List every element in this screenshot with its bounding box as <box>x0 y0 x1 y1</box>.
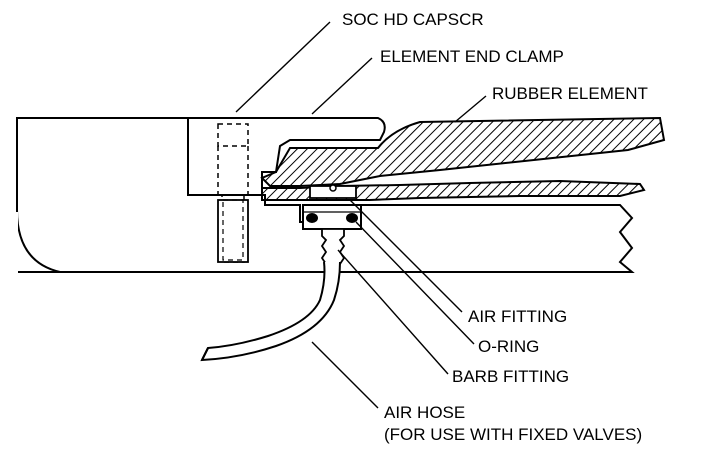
label-rubber-element: RUBBER ELEMENT <box>492 84 648 103</box>
label-soc-hd-capscr: SOC HD CAPSCR <box>342 10 484 29</box>
label-air-fitting: AIR FITTING <box>468 307 568 326</box>
label-element-end-clamp: ELEMENT END CLAMP <box>380 47 564 66</box>
label-o-ring: O-RING <box>478 337 540 356</box>
leader-lines <box>235 21 487 409</box>
rubber-element <box>260 116 666 201</box>
air-hose <box>200 261 341 362</box>
soc-hd-capscr <box>217 123 249 263</box>
barb-fitting <box>320 228 346 265</box>
element-end-clamp <box>187 117 386 196</box>
air-fitting <box>302 184 362 230</box>
label-air-hose-note: (FOR USE WITH FIXED VALVES) <box>384 425 643 444</box>
label-barb-fitting: BARB FITTING <box>452 367 570 386</box>
label-air-hose: AIR HOSE <box>384 403 466 422</box>
o-ring <box>306 213 318 223</box>
